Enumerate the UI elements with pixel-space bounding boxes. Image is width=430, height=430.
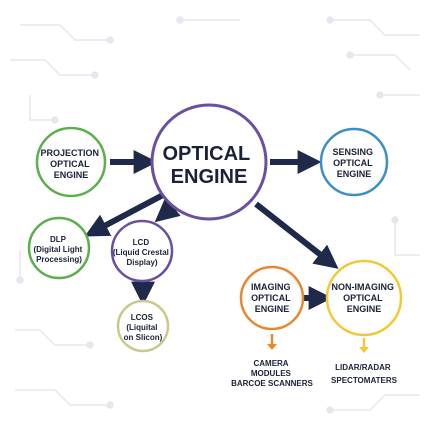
dlp-label: DLP (Digital Light Processing): [33, 235, 84, 264]
non-imaging-applications: LIDAR/RADAR SPECTOMATERS: [331, 363, 398, 385]
application-arrows: [267, 334, 369, 353]
lcd-label: LCD (Liquid Crestal Display): [113, 238, 171, 267]
imaging-applications: CAMERA MODULES BARCOE SCANNERS: [231, 359, 313, 388]
sensing-label: SENSING OPTICAL ENGINE: [332, 147, 375, 179]
node-dlp: DLP (Digital Light Processing): [27, 216, 91, 280]
node-non-imaging-optical-engine: NON-IMAGING OPTICAL ENGINE: [325, 259, 403, 337]
connector-arrows: [84, 150, 339, 310]
node-lcd: LCD (Liquid Crestal Display): [110, 219, 174, 283]
node-projection-optical-engine: PROJECTION OPTICAL ENGINE: [35, 126, 107, 198]
node-lcos: LCOS (Liquital on Slicon): [116, 299, 170, 353]
node-sensing-optical-engine: SENSING OPTICAL ENGINE: [319, 127, 389, 197]
non-imaging-label: NON-IMAGING OPTICAL ENGINE: [331, 282, 396, 314]
node-optical-engine: OPTICAL ENGINE: [150, 103, 268, 221]
lcos-label: LCOS (Liquital on Slicon): [124, 313, 163, 342]
arrow-optical-to-non-imaging: [254, 201, 339, 269]
projection-label: PROJECTION OPTICAL ENGINE: [40, 148, 101, 180]
arrow-optical-to-dlp: [84, 192, 165, 237]
node-imaging-optical-engine: IMAGING OPTICAL ENGINE: [239, 265, 305, 331]
optical-engine-label: OPTICAL ENGINE: [163, 143, 256, 188]
imaging-label: IMAGING OPTICAL ENGINE: [251, 282, 293, 314]
circuit-background: [10, 16, 420, 414]
